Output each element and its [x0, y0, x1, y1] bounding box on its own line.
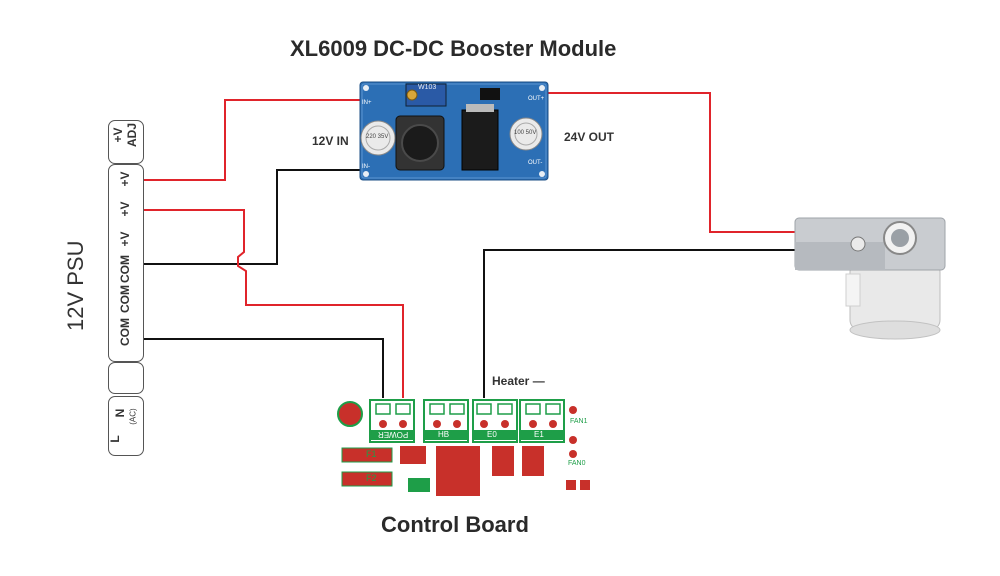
booster-pin-in-minus: IN-	[362, 164, 370, 170]
control-board-title: Control Board	[381, 512, 529, 537]
psu-adj-terminal	[108, 120, 144, 164]
booster-pin-out-plus: OUT+	[528, 96, 545, 102]
psu-ac-label: (AC)	[128, 408, 138, 425]
psu-terminal-2: +V	[118, 201, 132, 217]
psu-ac-l: L	[108, 435, 122, 443]
psu-ac-terminal	[108, 396, 144, 456]
booster-in-label: 12V IN	[312, 134, 349, 148]
heater-block	[794, 217, 946, 340]
psu-ac-n: N	[113, 408, 127, 418]
wire-booster-out-to-heater	[545, 92, 800, 233]
psu-terminal-1: +V	[118, 171, 132, 187]
psu-terminal-block	[108, 164, 144, 362]
board-connector-hb: HB	[438, 430, 450, 439]
booster-cap-left-text: 220 35V	[366, 134, 389, 140]
booster-cap-right-text: 100 50V	[514, 130, 537, 136]
psu-name: 12V PSU	[63, 240, 88, 332]
board-fan0-label: FAN0	[568, 460, 586, 467]
control-board	[336, 398, 598, 496]
wire-psu-com-to-booster-in-minus	[143, 169, 365, 265]
psu-terminal-6: COM	[118, 318, 132, 346]
booster-chip-text: W103	[418, 84, 437, 91]
board-connector-power: POWER	[378, 430, 409, 439]
wire-psu-to-booster-in-plus	[143, 99, 365, 181]
booster-module	[359, 81, 549, 181]
psu-ground-terminal	[108, 362, 144, 394]
diagram-title: XL6009 DC-DC Booster Module	[290, 36, 617, 61]
board-fan1-label: FAN1	[570, 418, 588, 425]
psu-adj-plus-v: +V	[111, 127, 125, 143]
booster-pin-in-plus: IN+	[362, 100, 372, 106]
heater-label: Heater —	[492, 374, 545, 388]
board-fuse1-label: F1	[366, 449, 377, 459]
wire-heater-to-board-e0	[483, 249, 800, 405]
wires	[143, 92, 800, 405]
booster-out-label: 24V OUT	[564, 130, 615, 144]
board-connector-e1: E1	[534, 430, 544, 439]
psu-adj-label: ADJ	[125, 123, 139, 148]
wire-psu-com-to-board-power-minus	[143, 338, 384, 405]
board-fuse2-label: F2	[366, 473, 377, 483]
board-connector-e0: E0	[487, 430, 497, 439]
booster-pin-out-minus: OUT-	[528, 160, 543, 166]
wire-psu-to-board-power-plus	[143, 209, 404, 405]
